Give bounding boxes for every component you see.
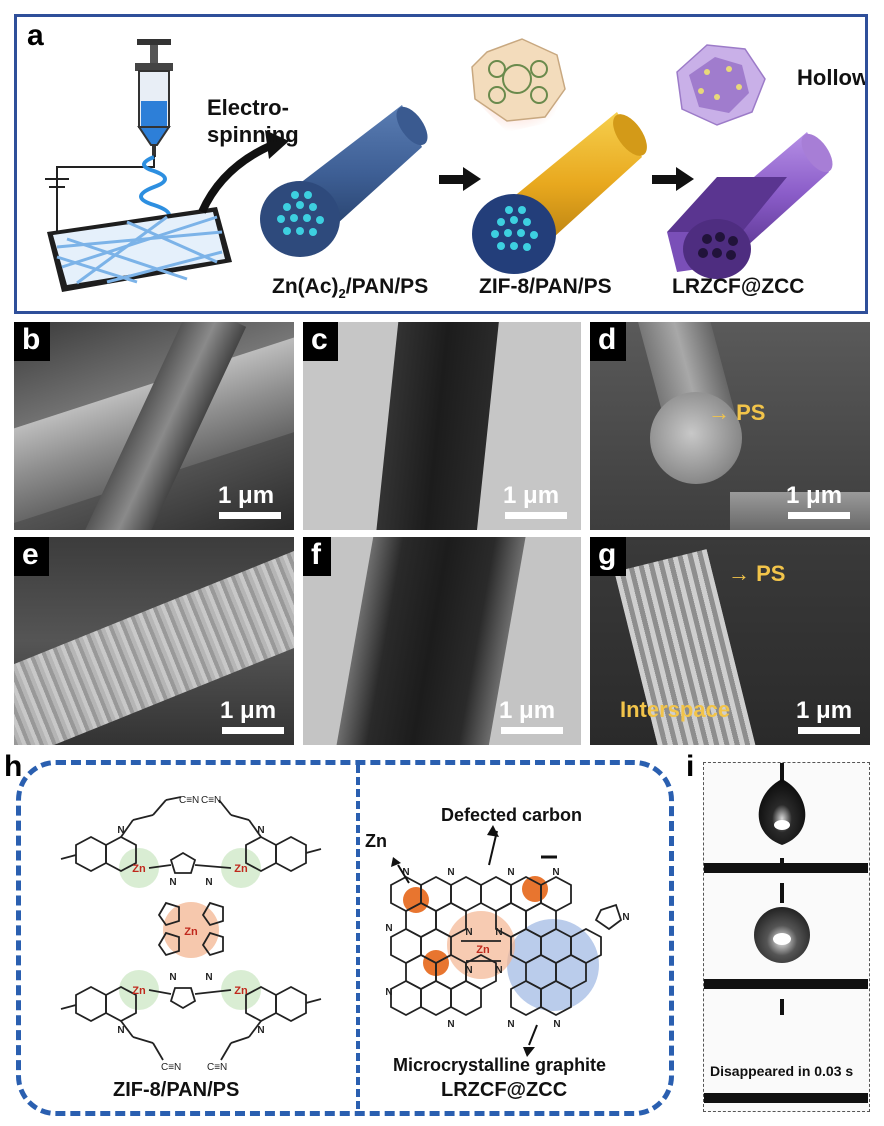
zn-atom: Zn xyxy=(184,926,198,938)
zn-glow-shapes xyxy=(119,848,261,1010)
interspace-annotation: Interspace xyxy=(620,697,731,722)
panel-b-label: b xyxy=(14,322,51,361)
micrograph-b: b 1 μm xyxy=(14,322,294,530)
n-atom: N xyxy=(495,965,502,976)
microcrystalline-graphite-label: Microcrystalline graphite xyxy=(393,1055,607,1075)
scale-label: 1 μm xyxy=(786,482,843,509)
n-atom: N xyxy=(447,867,454,878)
panel-d-label: d xyxy=(590,322,627,361)
left-structure-title: ZIF-8/PAN/PS xyxy=(113,1079,240,1101)
droplet-sequence xyxy=(704,763,868,1103)
zn-atom: Zn xyxy=(234,863,248,875)
panel-a: a xyxy=(14,14,868,314)
electrospinning-label-line2: spinning xyxy=(207,122,299,147)
syringe-icon xyxy=(135,39,173,157)
scale-label: 1 μm xyxy=(503,482,560,509)
micrograph-d: d → PS 1 μm xyxy=(590,322,870,530)
zn-atom: Zn xyxy=(234,985,248,997)
nitrile-label: C≡N xyxy=(161,1062,181,1073)
n-atom: N xyxy=(552,867,559,878)
panel-c-label: c xyxy=(303,322,338,361)
panel-h: Zn Zn Zn Zn Zn N N N N N N N N C≡N C≡N C… xyxy=(16,760,674,1116)
droplet-frame-2 xyxy=(704,883,868,989)
disappeared-caption: Disappeared in 0.03 s xyxy=(710,1063,854,1079)
panel-i-label: i xyxy=(686,750,695,783)
micrograph-f: f 1 μm xyxy=(303,537,581,745)
fiber-3-illustration xyxy=(667,44,833,279)
fiber-texture xyxy=(730,492,870,530)
panel-h-divider xyxy=(356,765,360,1111)
collector-icon xyxy=(47,207,232,292)
n-atom: N xyxy=(465,927,472,938)
fiber-texture xyxy=(372,322,502,530)
zn-atom: Zn xyxy=(132,863,146,875)
panel-g-label: g xyxy=(590,537,627,576)
fiber-cross-section xyxy=(650,392,742,484)
scale-bar xyxy=(219,512,281,519)
panel-h-label: h xyxy=(4,750,23,783)
scale-bar xyxy=(505,512,567,519)
defected-carbon-label: Defected carbon xyxy=(441,805,583,825)
graphite-pointer xyxy=(528,1024,538,1046)
zn-label: Zn xyxy=(365,831,387,851)
fiber-2-illustration xyxy=(471,38,647,274)
panel-e-label: e xyxy=(14,537,49,576)
nitrile-label: C≡N xyxy=(207,1062,227,1073)
fiber-2-label: ZIF-8/PAN/PS xyxy=(479,275,612,298)
scale-bar xyxy=(222,727,284,734)
structure-diagram: Zn Zn Zn Zn Zn N N N N N N N N C≡N C≡N C… xyxy=(60,795,630,1073)
n-atom: N xyxy=(507,867,514,878)
droplet-frame-3 xyxy=(704,999,868,1103)
n-atom: N xyxy=(257,825,264,836)
fiber-1-illustration xyxy=(260,105,428,257)
n-atom: N xyxy=(447,1019,454,1030)
n-atom: N xyxy=(465,965,472,976)
n-atom: N xyxy=(385,923,392,934)
n-atom: N xyxy=(205,972,212,983)
n-atom: N xyxy=(169,972,176,983)
scale-bar xyxy=(788,512,850,519)
micrograph-g: g → PS Interspace 1 μm xyxy=(590,537,870,745)
panel-f-label: f xyxy=(303,537,331,576)
scale-bar xyxy=(501,727,563,734)
right-structure-title: LRZCF@ZCC xyxy=(441,1079,568,1101)
n-atom: N xyxy=(402,867,409,878)
zn-atom: Zn xyxy=(476,944,490,956)
nitrile-label: C≡N xyxy=(179,795,199,806)
scale-label: 1 μm xyxy=(218,482,275,509)
micrograph-c: c 1 μm xyxy=(303,322,581,530)
n-atom: N xyxy=(117,825,124,836)
micrograph-e: e 1 μm xyxy=(14,537,294,745)
graphite-glow xyxy=(507,919,599,1011)
panel-i: Disappeared in 0.03 s xyxy=(703,762,870,1112)
ps-annotation: → PS xyxy=(728,561,786,586)
droplet-frame-1 xyxy=(704,763,868,873)
scale-label: 1 μm xyxy=(499,697,556,724)
n-atom: N xyxy=(117,1025,124,1036)
n-atom: N xyxy=(169,877,176,888)
n-atom: N xyxy=(385,987,392,998)
n-atom: N xyxy=(205,877,212,888)
n-atom: N xyxy=(622,912,629,923)
zn-atom: Zn xyxy=(132,985,146,997)
nitrile-label: C≡N xyxy=(201,795,221,806)
n-atom: N xyxy=(553,1019,560,1030)
panel-a-label: a xyxy=(27,19,44,52)
electrospinning-label-line1: Electro- xyxy=(207,95,289,120)
hollow-label: Hollow xyxy=(797,65,868,90)
zn-pointer xyxy=(397,864,410,884)
scale-bar xyxy=(798,727,860,734)
defect-pointer xyxy=(488,830,498,866)
n-atom: N xyxy=(507,1019,514,1030)
panel-a-illustration xyxy=(45,38,833,292)
arrow-icon xyxy=(439,167,481,191)
ps-annotation: → PS xyxy=(708,400,766,425)
n-atom: N xyxy=(257,1025,264,1036)
fiber-3-label: LRZCF@ZCC xyxy=(672,275,805,298)
arrow-icon xyxy=(652,167,694,191)
fiber-1-label: Zn(Ac)2/PAN/PS xyxy=(272,275,429,302)
scale-label: 1 μm xyxy=(220,697,277,724)
scale-label: 1 μm xyxy=(796,697,853,724)
n-atom: N xyxy=(495,927,502,938)
